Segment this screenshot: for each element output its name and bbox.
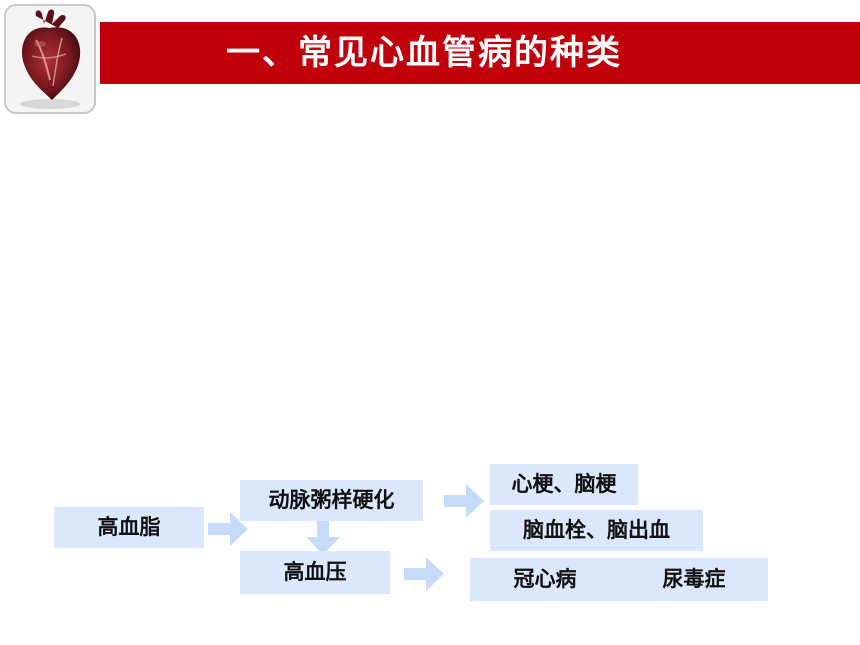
node-hypertension: 高血压 [240, 551, 390, 594]
node-uremia: 尿毒症 [620, 558, 768, 601]
arrow-right-icon [404, 557, 444, 591]
page-title: 一、常见心血管病的种类 [226, 33, 622, 73]
arrow-right-icon [208, 512, 248, 546]
heart-logo [4, 4, 96, 114]
node-infarction: 心梗、脑梗 [490, 464, 638, 505]
node-atherosclerosis: 动脉粥样硬化 [240, 480, 423, 521]
node-hyperlipidemia: 高血脂 [54, 507, 204, 548]
title-bar: 一、常见心血管病的种类 [100, 22, 860, 84]
arrow-down-icon [306, 521, 340, 555]
heart-icon [20, 9, 81, 109]
node-thrombosis-hemorrhage: 脑血栓、脑出血 [490, 510, 703, 551]
arrow-right-icon [444, 484, 484, 518]
node-coronary: 冠心病 [470, 558, 620, 601]
